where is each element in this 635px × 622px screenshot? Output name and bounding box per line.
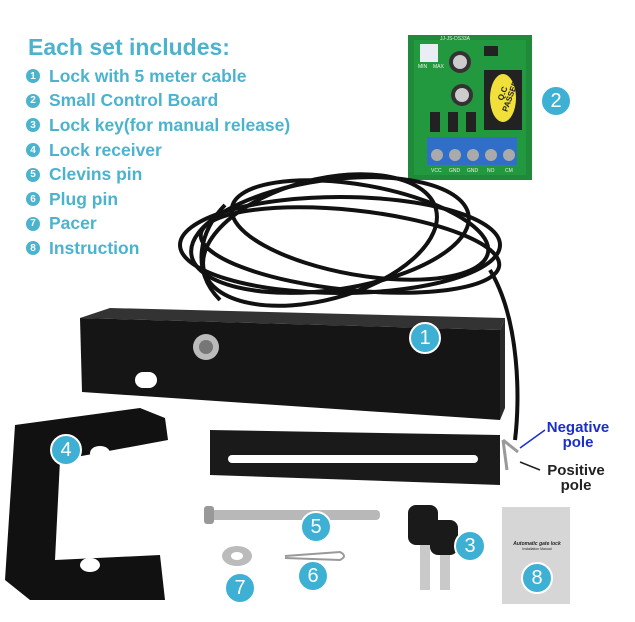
manual-subtitle: Installation Manual (522, 547, 552, 551)
list-item: 2 Small Control Board (26, 89, 290, 114)
manual-title-text: Automatic gate lock (513, 541, 561, 547)
included-items-list: 1 Lock with 5 meter cable 2 Small Control … (26, 64, 290, 261)
trim-max-label: MAX (433, 64, 444, 70)
clevis-pin (204, 506, 380, 524)
badge-3: 3 (454, 530, 486, 562)
list-item: 4 Lock receiver (26, 138, 290, 163)
washer (222, 546, 252, 566)
control-board (408, 35, 532, 180)
item-number: 1 (26, 69, 40, 84)
cotter-pin (284, 550, 345, 562)
list-item: 8 Instruction (26, 236, 290, 261)
board-model: JJ-JS-DS33A (440, 36, 471, 42)
list-item: 6 Plug pin (26, 187, 290, 212)
terminal-label: GND (449, 168, 461, 174)
cable-coil (178, 172, 520, 441)
positive-pole-label: Positive pole (547, 462, 605, 494)
terminal-label: NO (487, 168, 495, 174)
item-label: Instruction (49, 237, 140, 258)
terminal-label: GND (467, 168, 479, 174)
terminal-label: VCC (431, 168, 442, 174)
item-number: 3 (26, 118, 40, 133)
item-label: Small Control Board (49, 90, 219, 111)
trim-min-label: MIN (418, 64, 428, 70)
list-item: 5 Clevins pin (26, 162, 290, 187)
terminal-label: CM (505, 168, 513, 174)
lock-keys (408, 505, 458, 590)
item-label: Pacer (49, 213, 97, 234)
badge-1: 1 (409, 322, 441, 354)
heading: Each set includes: (28, 34, 230, 60)
item-number: 4 (26, 143, 40, 158)
item-number: 2 (26, 93, 40, 108)
negative-pole-label: Negative pole (546, 419, 610, 451)
item-label: Plug pin (49, 188, 119, 209)
item-number: 6 (26, 192, 40, 207)
badge-4: 4 (50, 434, 82, 466)
item-label: Lock key(for manual release) (49, 114, 291, 135)
item-label: Lock with 5 meter cable (49, 65, 247, 86)
item-number: 8 (26, 241, 40, 256)
lock-body (80, 308, 505, 485)
lock-receiver (5, 408, 168, 600)
item-number: 5 (26, 167, 40, 182)
badge-2: 2 (540, 85, 572, 117)
badge-8: 8 (521, 562, 553, 594)
item-number: 7 (26, 216, 40, 231)
list-item: 3 Lock key(for manual release) (26, 113, 290, 138)
item-label: Lock receiver (49, 139, 162, 160)
badge-5: 5 (300, 511, 332, 543)
list-item: 7 Pacer (26, 212, 290, 237)
badge-7: 7 (224, 572, 256, 604)
item-label: Clevins pin (49, 164, 143, 185)
badge-6: 6 (297, 560, 329, 592)
list-item: 1 Lock with 5 meter cable (26, 64, 290, 89)
